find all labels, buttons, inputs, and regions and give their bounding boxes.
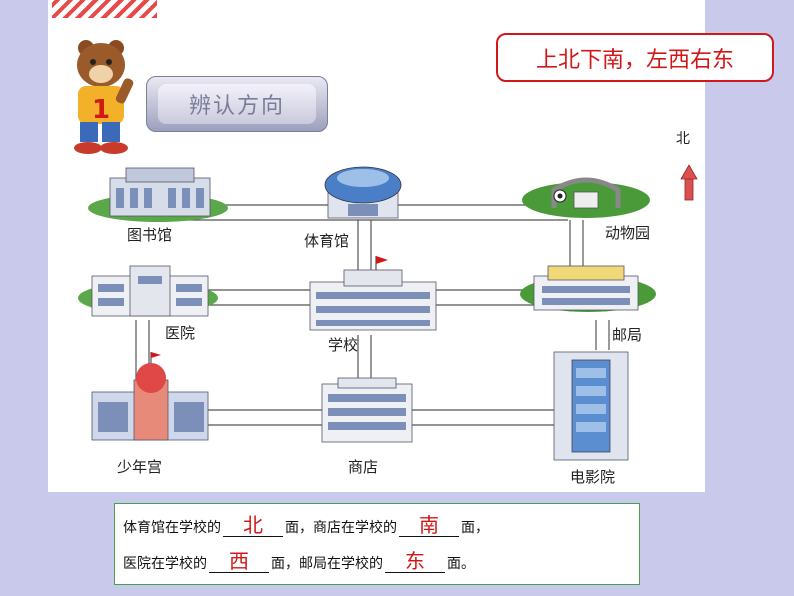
quiz-line-1-part-1: 体育馆在学校的 (123, 520, 221, 536)
label-zoo: 动物园 (605, 224, 651, 242)
label-shop: 商店 (348, 458, 379, 476)
quiz-blank-stadium[interactable]: 北 (223, 514, 283, 537)
shop-building-icon (321, 377, 413, 443)
north-arrow-icon (680, 164, 698, 201)
cinema-building-icon (553, 351, 629, 461)
label-hospital: 医院 (165, 324, 196, 342)
quiz-blank-hospital[interactable]: 西 (209, 550, 269, 573)
label-school: 学校 (328, 336, 359, 354)
zoo-building-icon (522, 177, 650, 218)
svg-text:1: 1 (92, 95, 110, 125)
quiz-line-1: 体育馆在学校的北面，商店在学校的南面， (123, 514, 489, 537)
quiz-line-2-part-1: 医院在学校的 (123, 556, 207, 572)
youth-palace-building-icon (91, 352, 209, 441)
quiz-line-1-part-2: 面，商店在学校的 (285, 520, 397, 536)
quiz-line-1-part-3: 面， (461, 520, 489, 536)
bear-mascot-icon: 1 (74, 40, 134, 154)
quiz-line-2: 医院在学校的西面，邮局在学校的东面。 (123, 550, 475, 573)
library-building-icon (88, 167, 228, 222)
quiz-blank-shop[interactable]: 南 (399, 514, 459, 537)
hospital-building-icon (78, 265, 218, 317)
label-library: 图书馆 (127, 226, 173, 244)
quiz-box: 体育馆在学校的北面，商店在学校的南面， 医院在学校的西面，邮局在学校的东面。 (114, 503, 640, 585)
section-title: 辨认方向 (158, 84, 316, 124)
label-post-office: 邮局 (612, 326, 643, 344)
label-cinema: 电影院 (570, 468, 616, 486)
quiz-blank-post-office[interactable]: 东 (385, 550, 445, 573)
decorative-stripes (52, 0, 157, 18)
compass-north-label: 北 (676, 131, 690, 147)
section-title-badge: 辨认方向 (146, 76, 328, 132)
quiz-line-2-part-3: 面。 (447, 556, 475, 572)
school-building-icon (309, 256, 437, 331)
quiz-line-2-part-2: 面，邮局在学校的 (271, 556, 383, 572)
post-office-building-icon (520, 265, 656, 312)
label-youth-palace: 少年宫 (117, 458, 163, 476)
direction-map: 1 (74, 40, 698, 461)
label-stadium: 体育馆 (304, 232, 350, 250)
stadium-building-icon (324, 166, 402, 219)
direction-motto: 上北下南，左西右东 (496, 33, 774, 82)
